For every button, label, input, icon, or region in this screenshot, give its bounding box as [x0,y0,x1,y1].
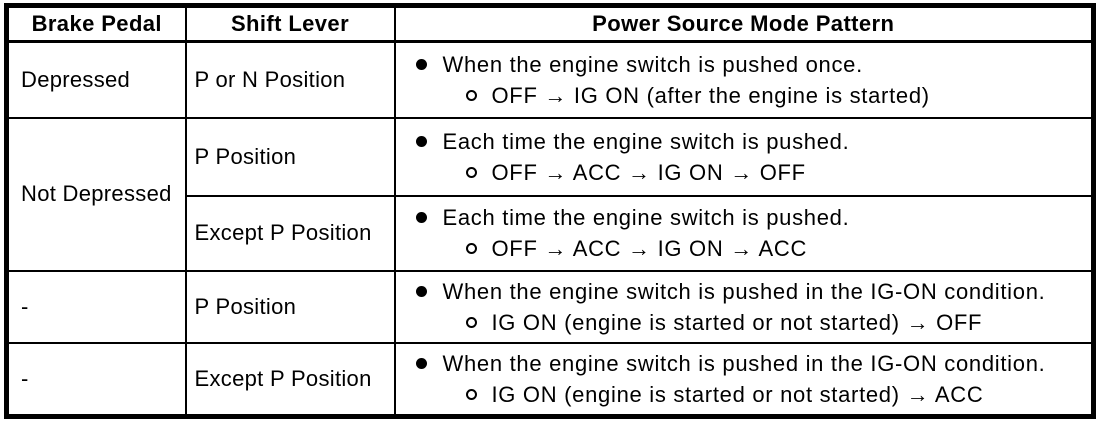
filled-bullet-icon [415,212,427,223]
open-circle-bullet-icon [465,89,477,101]
filled-bullet-icon [415,135,427,147]
shift-lever-cell: Except P Position [184,341,396,417]
pattern-main-text: Each time the engine switch is pushed. [442,205,850,230]
pattern-sub-line: OFF → IG ON (after the engine is started… [397,80,1088,111]
pattern-main-line: When the engine switch is pushed in the … [397,276,1088,307]
table-row: - Except P Position When the engine swit… [5,341,1095,417]
pattern-main-text: Each time the engine switch is pushed. [442,128,850,154]
pattern-main-line: When the engine switch is pushed once. [397,49,1088,80]
open-circle-bullet-icon [465,388,477,400]
pattern-cell: When the engine switch is pushed in the … [393,269,1095,344]
pattern-sub-text: OFF → IG ON (after the engine is started… [491,82,930,108]
pattern-sub-text: IG ON (engine is started or not started)… [491,309,983,335]
header-power-source-mode-pattern: Power Source Mode Pattern [393,4,1095,43]
table-row: Not Depressed P Position Each time the e… [5,116,1095,272]
open-circle-bullet-icon [465,166,477,178]
header-brake-pedal: Brake Pedal [5,4,187,43]
shift-lever-cell: P or N Position [184,40,396,119]
pattern-main-text: When the engine switch is pushed in the … [442,278,1046,304]
pattern-sub-line: OFF → ACC → IG ON → ACC [397,233,1088,264]
brake-pedal-cell: Depressed [5,40,187,119]
open-circle-bullet-icon [465,316,477,328]
pattern-cell: When the engine switch is pushed once. O… [393,40,1095,119]
pattern-main-text: When the engine switch is pushed once. [442,51,863,77]
pattern-sub-text: IG ON (engine is started or not started)… [491,381,984,407]
power-source-mode-table: Brake Pedal Shift Lever Power Source Mod… [4,3,1096,419]
pattern-main-line: Each time the engine switch is pushed. [397,202,1088,233]
pattern-cell: Each time the engine switch is pushed. O… [393,194,1095,272]
pattern-main-text: When the engine switch is pushed in the … [442,350,1046,376]
pattern-sub-line: IG ON (engine is started or not started)… [397,379,1088,410]
pattern-sub-line: OFF → ACC → IG ON → OFF [397,157,1088,188]
power-source-mode-table-wrap: Brake Pedal Shift Lever Power Source Mod… [4,3,1096,419]
shift-lever-cell: P Position [184,116,396,197]
table-row: Except P Position Each time the engine s… [7,194,1095,272]
filled-bullet-icon [415,357,427,369]
shift-lever-cell: P Position [184,269,396,344]
pattern-cell: Each time the engine switch is pushed. O… [393,116,1095,197]
brake-pedal-cell-merged: Not Depressed [5,116,187,272]
table-row: Depressed P or N Position When the engin… [5,40,1095,119]
pattern-sub-text: OFF → ACC → IG ON → OFF [491,159,806,185]
table-row: - P Position When the engine switch is p… [5,269,1095,344]
brake-pedal-cell: - [5,341,187,417]
header-shift-lever: Shift Lever [184,4,396,43]
header-row: Brake Pedal Shift Lever Power Source Mod… [5,4,1095,43]
pattern-sub-line: IG ON (engine is started or not started)… [397,307,1088,338]
pattern-main-line: Each time the engine switch is pushed. [397,126,1088,157]
shift-lever-cell: Except P Position [184,194,396,272]
filled-bullet-icon [415,285,427,297]
pattern-cell: When the engine switch is pushed in the … [393,341,1095,417]
pattern-sub-text: OFF → ACC → IG ON → ACC [491,236,808,261]
filled-bullet-icon [415,58,427,70]
pattern-main-line: When the engine switch is pushed in the … [397,348,1088,379]
brake-pedal-cell: - [5,269,187,344]
open-circle-bullet-icon [465,243,477,254]
